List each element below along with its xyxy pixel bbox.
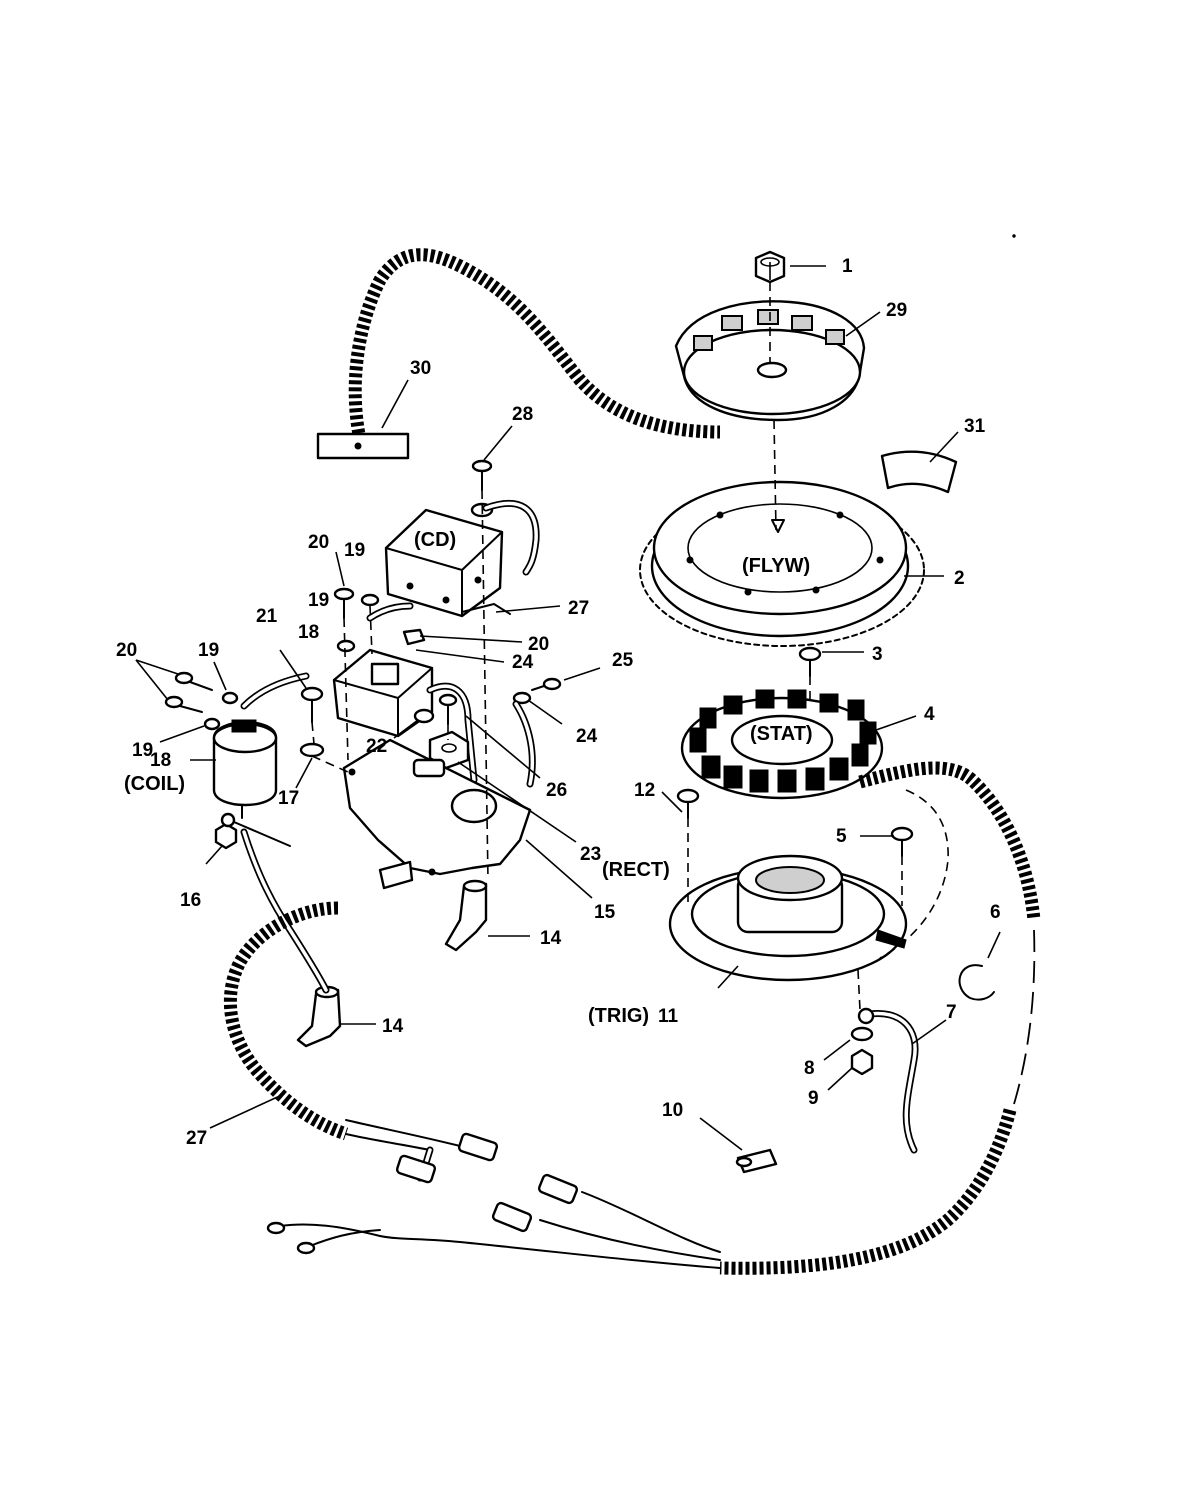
- part-21-screw: [300, 686, 324, 723]
- part-9-nut: [850, 1048, 874, 1076]
- callout-31: 31: [964, 416, 986, 437]
- callout-14a: 14: [540, 928, 562, 949]
- part-24-lead: [512, 700, 536, 788]
- part-24-washer-a: [512, 691, 532, 705]
- callout-10: 10: [662, 1100, 683, 1121]
- callout-25: 25: [612, 650, 634, 671]
- part-20-screw-a: [333, 587, 355, 619]
- callout-27b: 27: [186, 1128, 207, 1149]
- main-wire-harness: [223, 761, 1041, 1275]
- part-18-pack-unit: [332, 648, 478, 784]
- callout-15: 15: [594, 902, 616, 923]
- callout-22: 22: [366, 736, 387, 757]
- part-20-screws-c: [164, 671, 213, 713]
- callout-16: 16: [180, 890, 201, 911]
- part-12-screw: [676, 788, 700, 819]
- leader-lines: [135, 265, 1001, 1151]
- callout-19d: 19: [132, 740, 153, 761]
- part-20-screw-b: [366, 602, 426, 646]
- tag-stat: (STAT): [750, 723, 813, 745]
- tag-cd: (CD): [414, 529, 456, 551]
- part-15-mounting-plate: [342, 738, 532, 890]
- part-1-flywheel-nut: [754, 250, 786, 284]
- callout-19a: 19: [344, 540, 365, 561]
- part-7-ground-lead: [857, 1007, 919, 1154]
- callout-3: 3: [872, 644, 883, 665]
- part-18-ignition-coil: [212, 719, 278, 819]
- part-cd-unit: [384, 508, 511, 618]
- part-8-washer: [850, 1026, 874, 1042]
- callout-20a: 20: [308, 532, 329, 553]
- part-6-retaining-ring: [958, 964, 995, 1001]
- callout-9: 9: [808, 1088, 819, 1109]
- callout-29: 29: [886, 300, 907, 321]
- tag-rect: (RECT): [602, 859, 670, 881]
- callout-2: 2: [954, 568, 965, 589]
- callout-24a: 24: [512, 652, 534, 673]
- callout-20c: 20: [116, 640, 137, 661]
- part-2-flywheel: [639, 480, 925, 647]
- part-16-nut: [214, 812, 291, 850]
- callout-8: 8: [804, 1058, 815, 1079]
- tag-trig: (TRIG): [588, 1005, 649, 1027]
- part-19-washer-b: [336, 639, 356, 653]
- part-22-washer: [413, 708, 435, 724]
- callout-17: 17: [278, 788, 299, 809]
- part-19-washer-a: [360, 593, 380, 607]
- callout-numbers: 1 29 30 28 31 2 20 19 19 27 20 24 3 21 1…: [116, 256, 1001, 1149]
- part-11-trigger: [668, 854, 908, 982]
- part-14-boot-b: [240, 828, 342, 1048]
- callout-6: 6: [990, 902, 1001, 923]
- assembly-lines: [311, 282, 1036, 1105]
- callout-7: 7: [946, 1002, 957, 1023]
- callout-24b: 24: [576, 726, 598, 747]
- tag-coil: (COIL): [124, 773, 185, 795]
- callout-1: 1: [842, 256, 853, 277]
- callout-26: 26: [546, 780, 567, 801]
- callout-28: 28: [512, 404, 533, 425]
- part-19-washers-c: [203, 672, 310, 731]
- part-4-stator: [680, 689, 884, 800]
- part-10-clip: [735, 1148, 778, 1174]
- part-14-boot-a: [444, 879, 488, 952]
- part-31-curved-plate: [880, 450, 958, 494]
- callout-14b: 14: [382, 1016, 404, 1037]
- part-30-ground-strap: [316, 248, 721, 460]
- callout-5: 5: [836, 826, 847, 847]
- part-3-screw: [798, 646, 822, 677]
- callout-21: 21: [256, 606, 278, 627]
- callout-23: 23: [580, 844, 601, 865]
- callout-20b: 20: [528, 634, 549, 655]
- stator-poles: [689, 689, 877, 793]
- callout-18b: 18: [150, 750, 171, 771]
- part-26-screw: [438, 693, 458, 725]
- callout-4: 4: [924, 704, 935, 725]
- part-25-screw: [531, 677, 562, 691]
- callout-18a: 18: [298, 622, 319, 643]
- callout-19c: 19: [198, 640, 219, 661]
- part-5-screw: [890, 826, 914, 857]
- speck: [1012, 234, 1016, 238]
- callout-12: 12: [634, 780, 655, 801]
- tag-flyw: (FLYW): [742, 555, 810, 577]
- callout-27a: 27: [568, 598, 589, 619]
- callout-19b: 19: [308, 590, 329, 611]
- callout-11: 11: [658, 1006, 679, 1027]
- component-tags: (CD) (FLYW) (STAT) (COIL) (RECT) (TRIG): [124, 529, 813, 1027]
- part-17-washer: [299, 742, 325, 758]
- callout-30: 30: [410, 358, 431, 379]
